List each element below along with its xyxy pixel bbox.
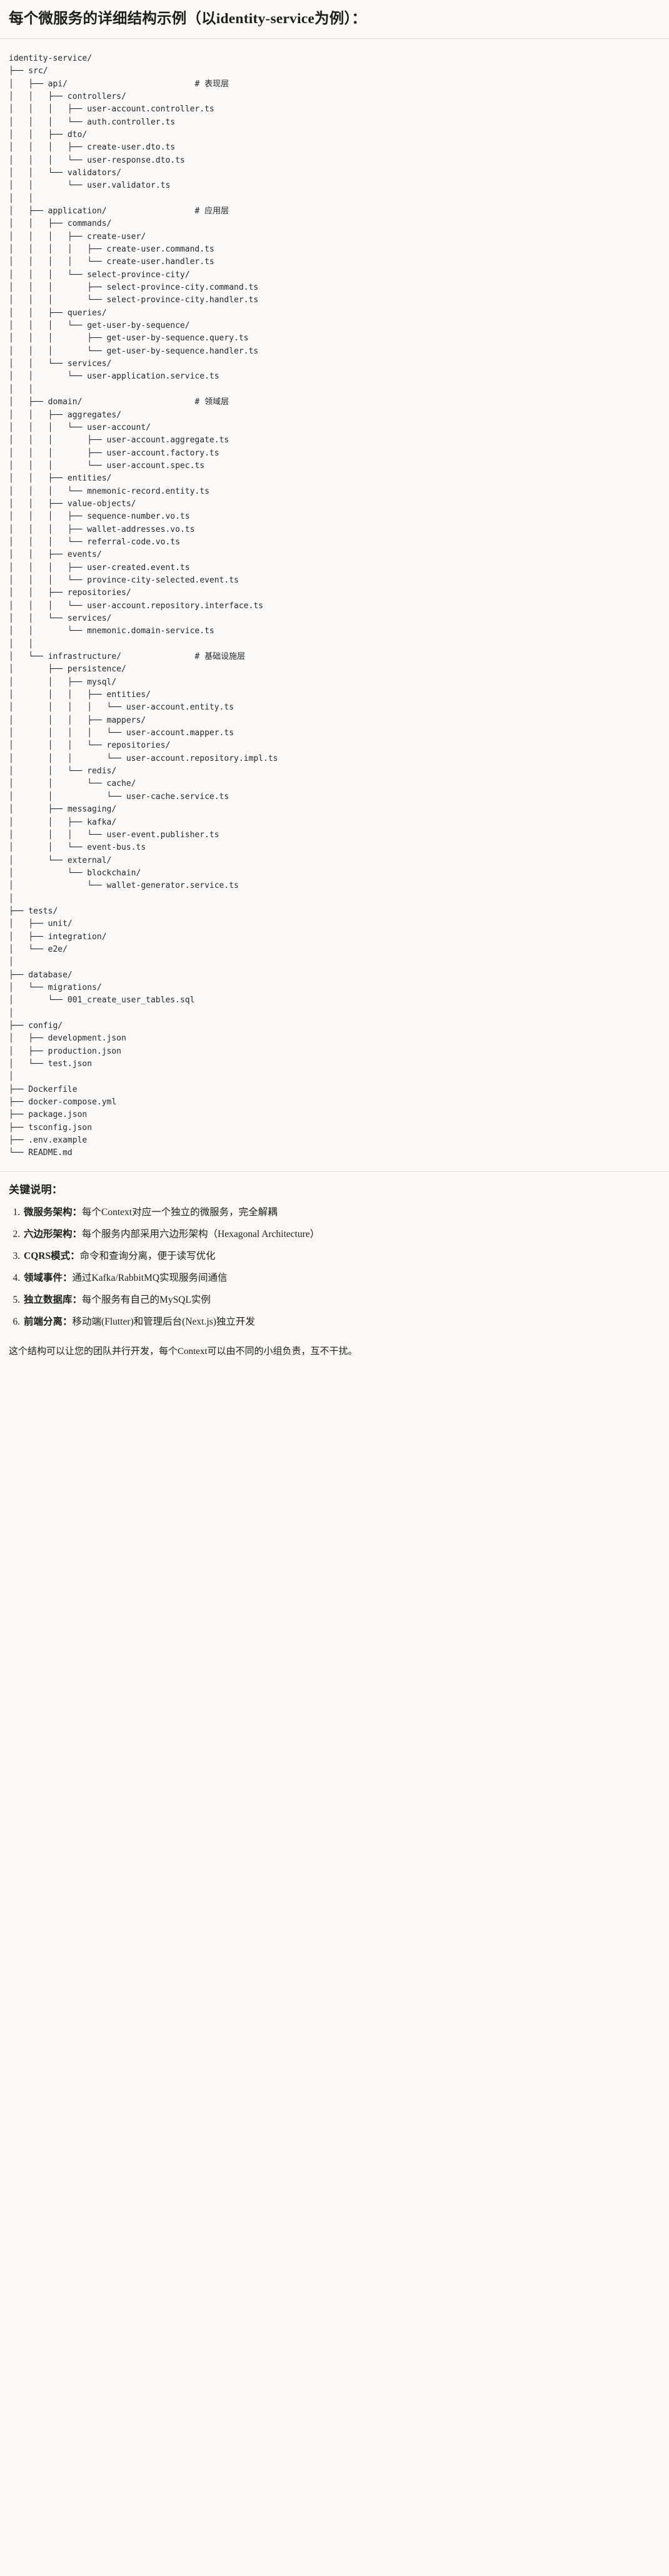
key-point-term: 前端分离 (24, 1316, 63, 1328)
key-point-term: 微服务架构 (24, 1207, 73, 1218)
key-point-separator: ： (63, 1316, 73, 1328)
key-points-section: 关键说明： 微服务架构：每个Context对应一个独立的微服务，完全解耦 六边形… (0, 1172, 669, 1341)
key-point-term: 六边形架构 (24, 1229, 73, 1240)
list-item: CQRS模式：命令和查询分离，便于读写优化 (23, 1249, 660, 1264)
file-tree: identity-service/ ├── src/ │ ├── api/ # … (9, 53, 278, 1158)
key-point-description: 每个服务有自己的MySQL实例 (82, 1295, 211, 1306)
tree-divider (0, 1171, 669, 1172)
list-item: 前端分离：移动端(Flutter)和管理后台(Next.js)独立开发 (23, 1315, 660, 1330)
key-point-term: 领域事件 (24, 1273, 63, 1284)
key-point-description: 移动端(Flutter)和管理后台(Next.js)独立开发 (72, 1316, 255, 1328)
heading-divider (0, 38, 669, 39)
key-point-term: CQRS模式 (24, 1251, 71, 1262)
list-item: 微服务架构：每个Context对应一个独立的微服务，完全解耦 (23, 1205, 660, 1220)
page-title: 每个微服务的详细结构示例（以identity-service为例）： (9, 11, 367, 27)
key-points-title: 关键说明： (9, 1183, 63, 1196)
key-point-term: 独立数据库 (24, 1295, 73, 1306)
closing-paragraph: 这个结构可以让您的团队并行开发，每个Context可以由不同的小组负责，互不干扰… (9, 1347, 358, 1357)
file-tree-code-block: identity-service/ ├── src/ │ ├── api/ # … (0, 38, 669, 1171)
document-page: 每个微服务的详细结构示例（以identity-service为例）： ident… (0, 0, 669, 1370)
key-point-separator: ： (72, 1229, 83, 1240)
key-points-list: 微服务架构：每个Context对应一个独立的微服务，完全解耦 六边形架构：每个服… (9, 1205, 660, 1330)
list-item: 领域事件：通过Kafka/RabbitMQ实现服务间通信 (23, 1271, 660, 1286)
key-point-separator: ： (63, 1273, 73, 1284)
list-item: 独立数据库：每个服务有自己的MySQL实例 (23, 1293, 660, 1308)
key-point-separator: ： (72, 1295, 83, 1306)
key-point-separator: ： (72, 1207, 83, 1218)
key-point-description: 命令和查询分离，便于读写优化 (79, 1251, 216, 1262)
key-point-separator: ： (70, 1251, 80, 1262)
key-point-description: 每个Context对应一个独立的微服务，完全解耦 (82, 1207, 278, 1218)
list-item: 六边形架构：每个服务内部采用六边形架构（Hexagonal Architectu… (23, 1227, 660, 1242)
key-point-description: 每个服务内部采用六边形架构（Hexagonal Architecture） (82, 1229, 320, 1240)
key-point-description: 通过Kafka/RabbitMQ实现服务间通信 (72, 1273, 228, 1284)
